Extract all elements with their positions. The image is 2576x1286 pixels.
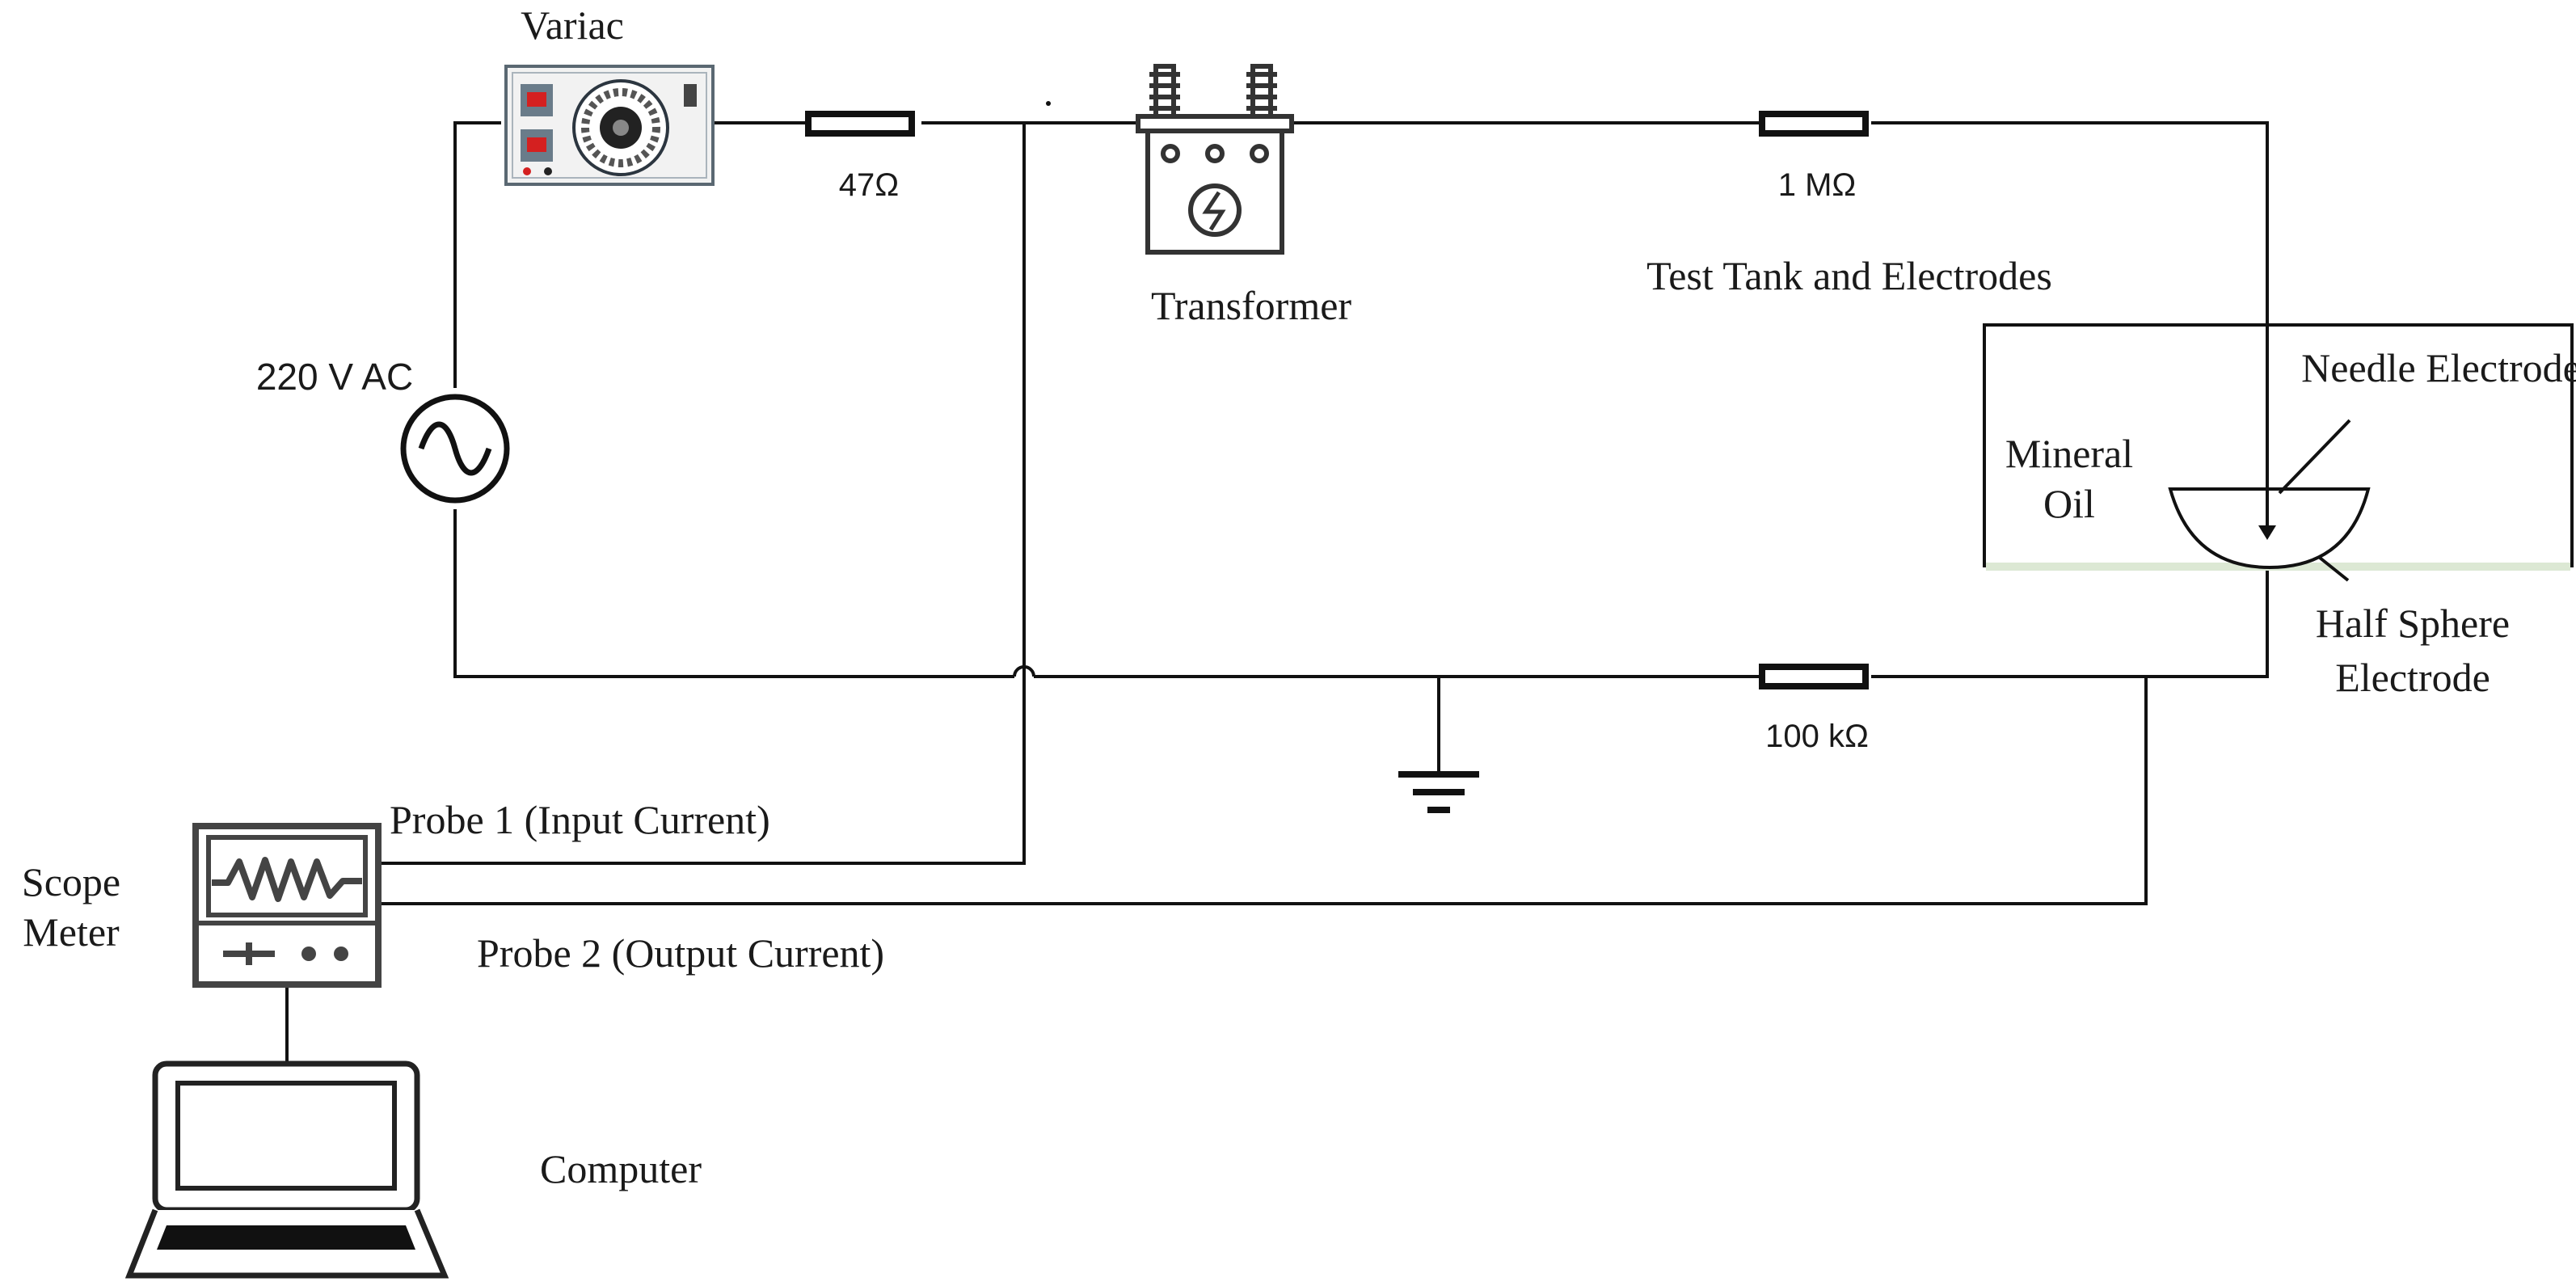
- tank-title: Test Tank and Electrodes: [1646, 253, 2052, 298]
- needle-electrode: [2258, 525, 2276, 540]
- resistor-1m-label: 1 MΩ: [1778, 167, 1857, 203]
- scope-label-1: Scope: [22, 859, 120, 904]
- scope-label-2: Meter: [23, 909, 120, 955]
- computer-label: Computer: [540, 1146, 702, 1191]
- resistor-icon: [1759, 664, 1869, 689]
- probe1-label: Probe 1 (Input Current): [390, 797, 770, 842]
- junction-dot: [1046, 101, 1051, 106]
- needle-label: Needle Electrode: [2301, 345, 2576, 390]
- oscilloscope-icon: [192, 823, 382, 988]
- variac-icon: [504, 65, 715, 186]
- transformer-icon: [1136, 64, 1294, 255]
- resistor-47-label: 47Ω: [839, 167, 899, 203]
- variac-label: Variac: [521, 2, 624, 48]
- resistor-icon: [805, 111, 915, 137]
- resistor-icon: [1759, 111, 1869, 137]
- source-label: 220 V AC: [256, 356, 413, 398]
- mineral-oil-label-2: Oil: [2043, 481, 2095, 526]
- ground-icon: [1398, 771, 1479, 813]
- half-sphere-label-2: Electrode: [2335, 655, 2490, 700]
- probe2-label: Probe 2 (Output Current): [477, 930, 884, 976]
- resistor-100k-label: 100 kΩ: [1765, 719, 1869, 754]
- transformer-label: Transformer: [1151, 283, 1351, 328]
- half-sphere-label-1: Half Sphere: [2316, 601, 2510, 646]
- ac-source-icon: [400, 394, 510, 504]
- laptop-icon: [124, 1060, 449, 1279]
- mineral-oil-label-1: Mineral: [2005, 431, 2133, 476]
- test-tank: [1983, 123, 2574, 582]
